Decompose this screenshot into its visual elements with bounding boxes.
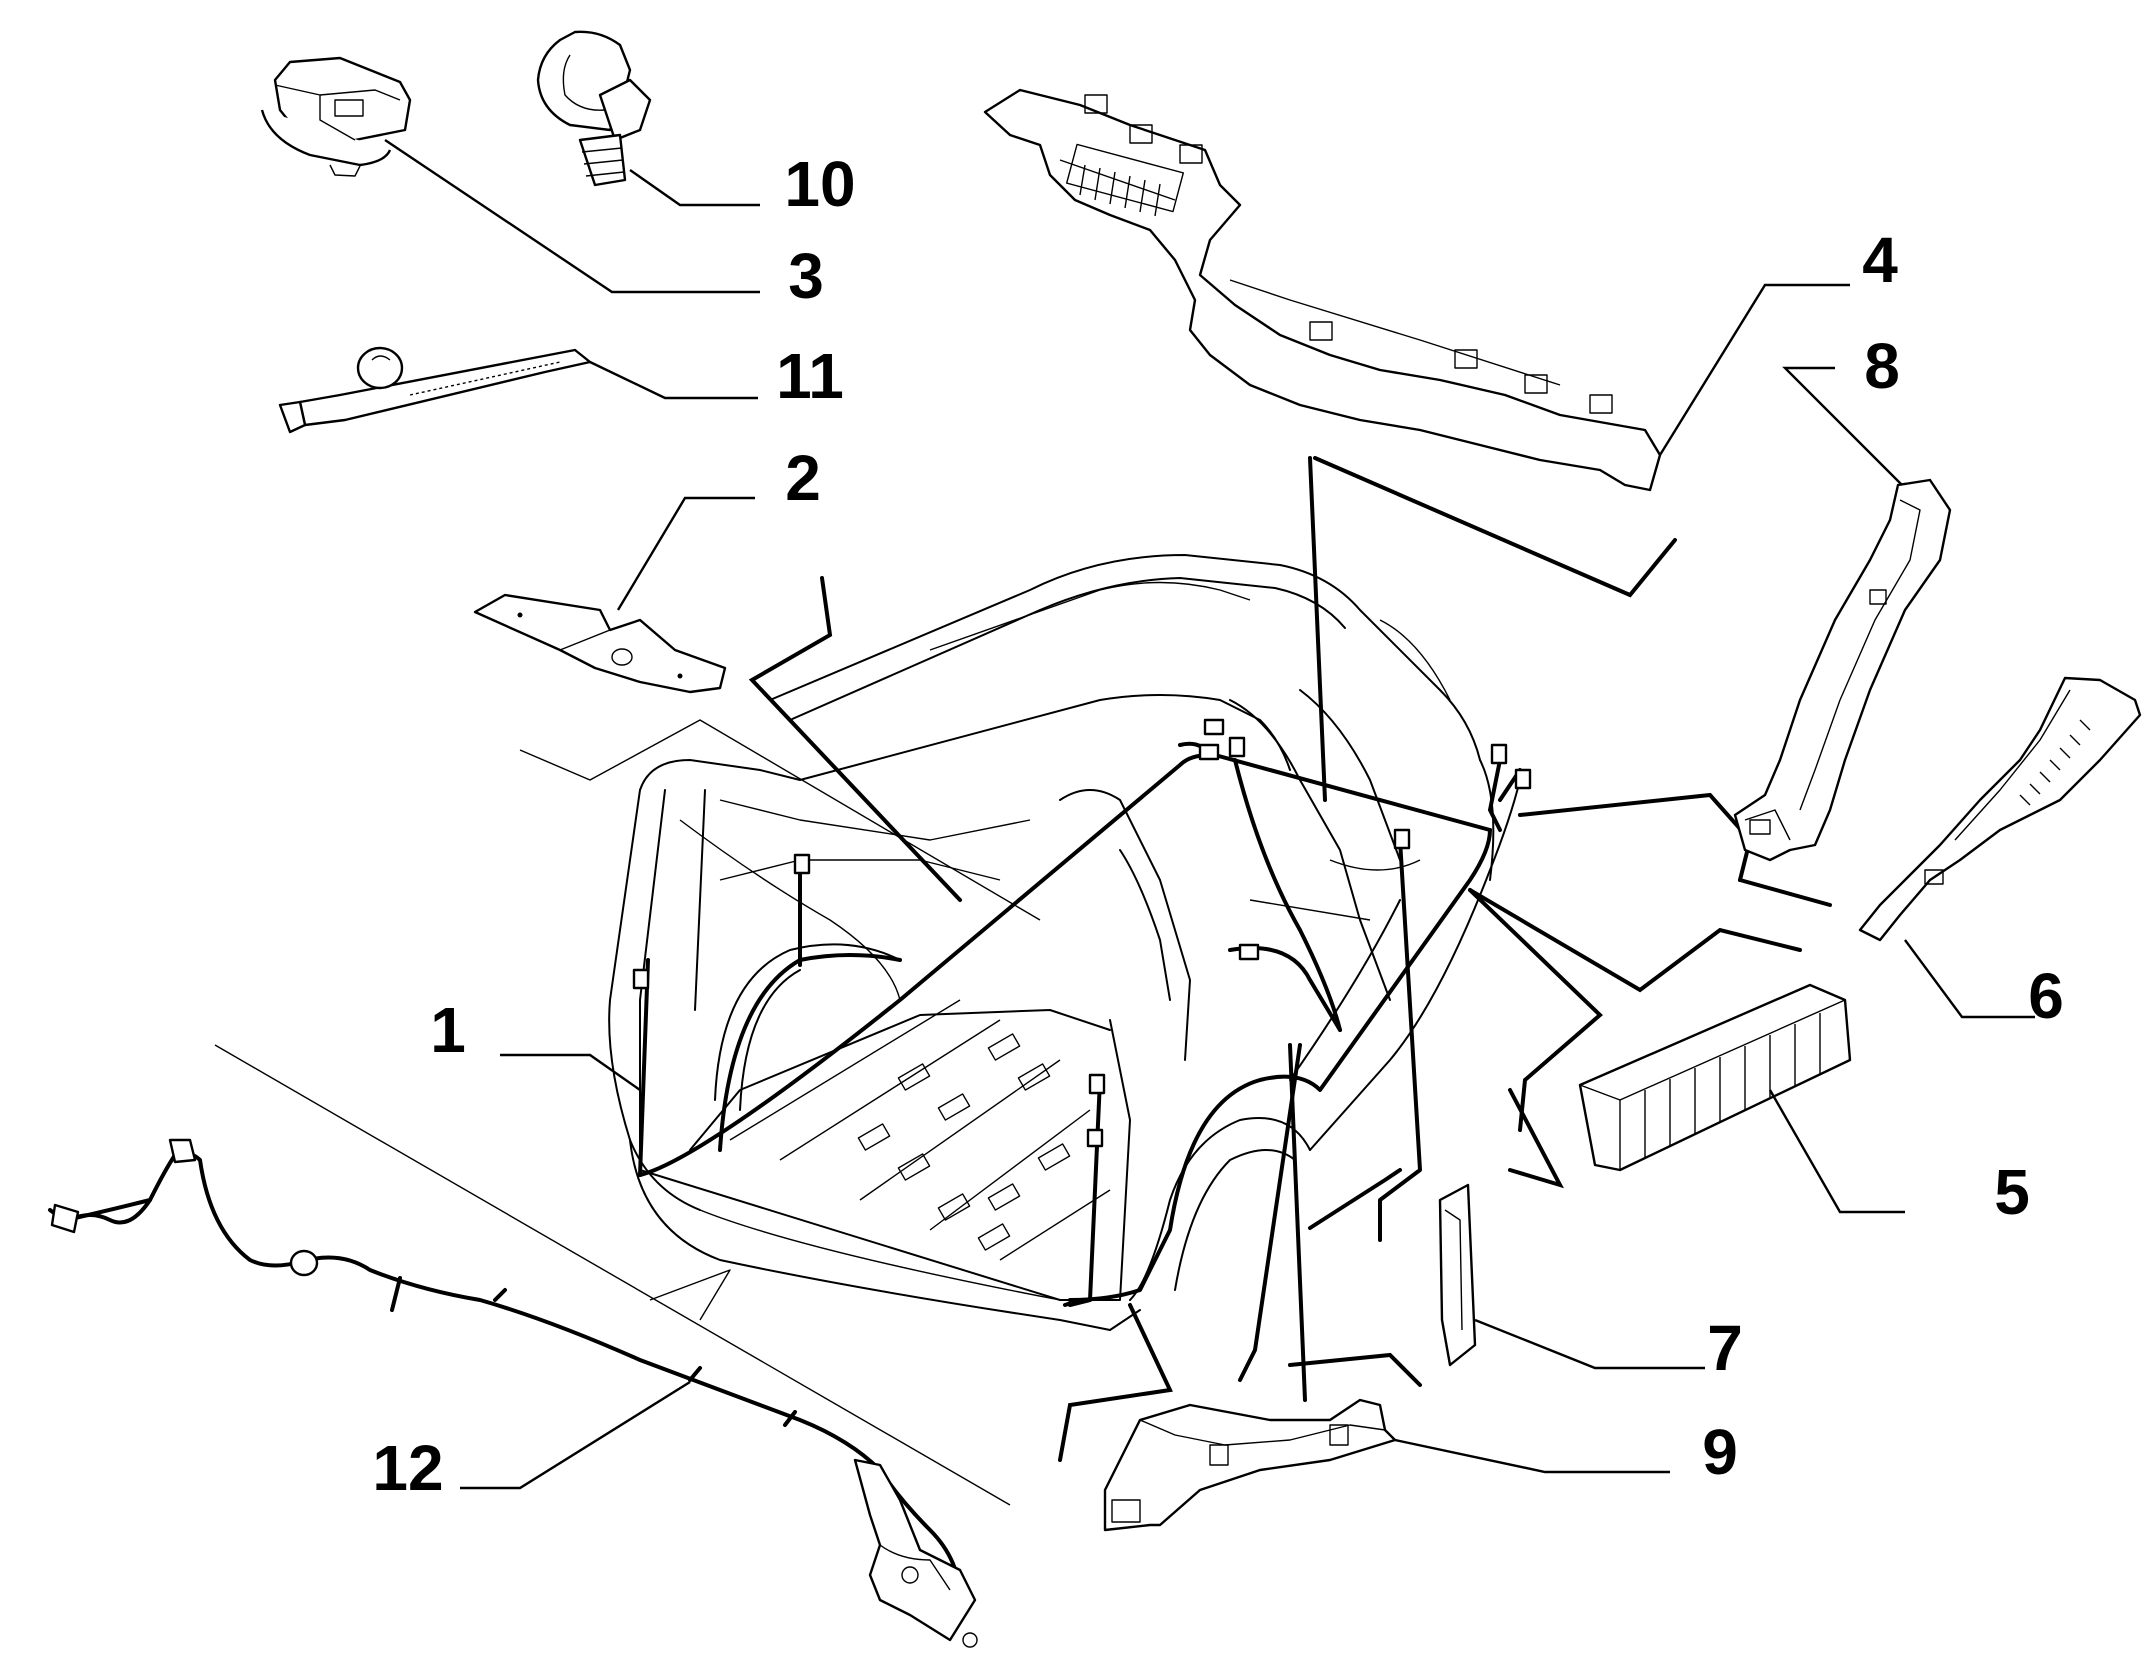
part-6-rail [1858,676,2142,942]
connector-icon [1228,736,1246,758]
part-4-channel [983,88,1662,492]
part-2-bracket [473,593,727,694]
connector-icon [1198,743,1220,761]
callout-9: 9 [1702,1416,1738,1488]
callout-6: 6 [2028,960,2064,1032]
part-10-clip [536,30,652,187]
part-5-block [1578,983,1852,1172]
callout-numbers: 1 2 3 4 5 6 7 8 9 10 11 12 [372,148,2063,1504]
vehicle-body [608,554,1521,1331]
connector-icon [1490,743,1508,765]
connector-icon [1203,718,1225,736]
connector-icon [1088,1073,1106,1095]
callout-11: 11 [776,340,844,412]
connector-icon [1086,1128,1104,1148]
callout-10: 10 [784,148,855,220]
vehicle-wiring [632,718,1532,1307]
callout-7: 7 [1707,1312,1743,1384]
callout-5: 5 [1994,1156,2030,1228]
floor-slots [857,1033,1071,1251]
connector-icon [1514,768,1532,790]
connector-icon [1238,943,1260,961]
callout-leaders [384,139,2035,1490]
callout-1: 1 [430,994,466,1066]
guide-lines [214,719,1041,1506]
part-9-bracket [1103,1398,1397,1532]
connector-icon [1393,828,1411,850]
part-11-strap [278,346,592,434]
part-7-plate [1438,1183,1477,1367]
part-12-harness [48,1138,978,1648]
connector-icon [793,853,811,875]
callout-2: 2 [785,442,821,514]
connector-icon [632,968,650,990]
heavy-lines [748,456,1832,1462]
callout-3: 3 [788,240,824,312]
callout-4: 4 [1862,224,1898,296]
part-8-trim [1733,478,1952,862]
callout-12: 12 [372,1432,443,1504]
part-3-support [260,56,412,177]
callout-8: 8 [1864,330,1900,402]
